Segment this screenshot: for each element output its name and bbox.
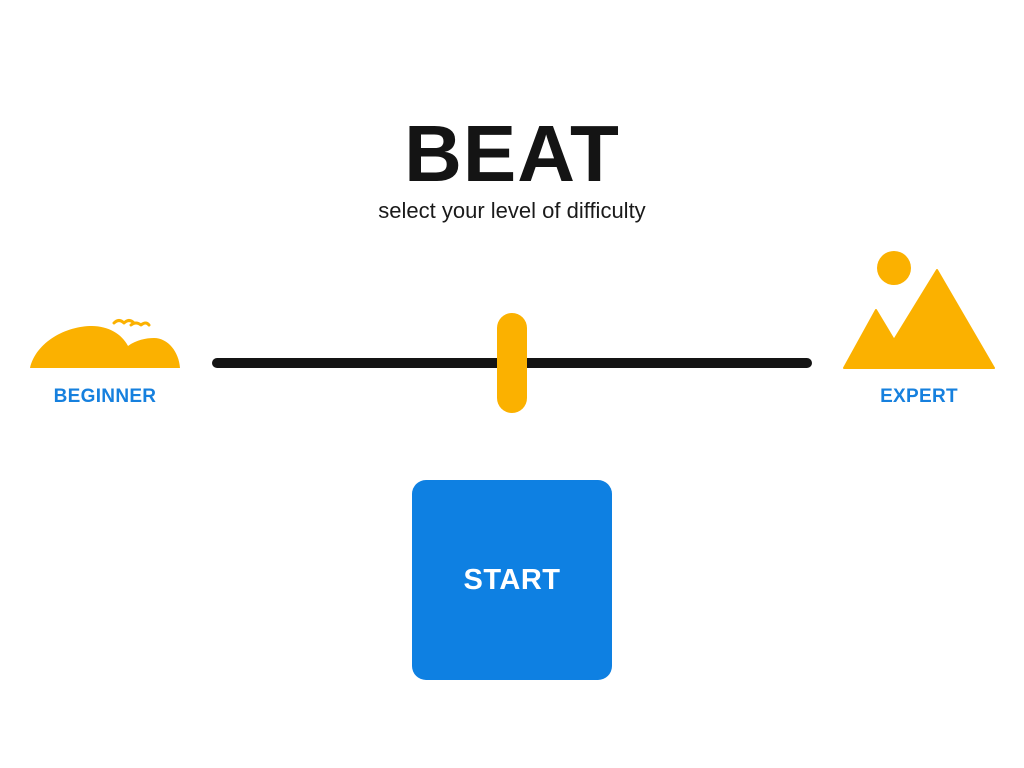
difficulty-prompt: select your level of difficulty	[378, 198, 646, 223]
mountains-icon	[843, 251, 995, 369]
slider-thumb[interactable]	[497, 313, 527, 413]
expert-label: EXPERT	[880, 386, 958, 407]
beginner-label: BEGINNER	[53, 386, 157, 407]
difficulty-slider[interactable]	[212, 306, 812, 418]
app-title: BEAT	[404, 109, 620, 198]
start-button[interactable]: START	[412, 480, 612, 680]
hills-icon	[30, 319, 180, 368]
